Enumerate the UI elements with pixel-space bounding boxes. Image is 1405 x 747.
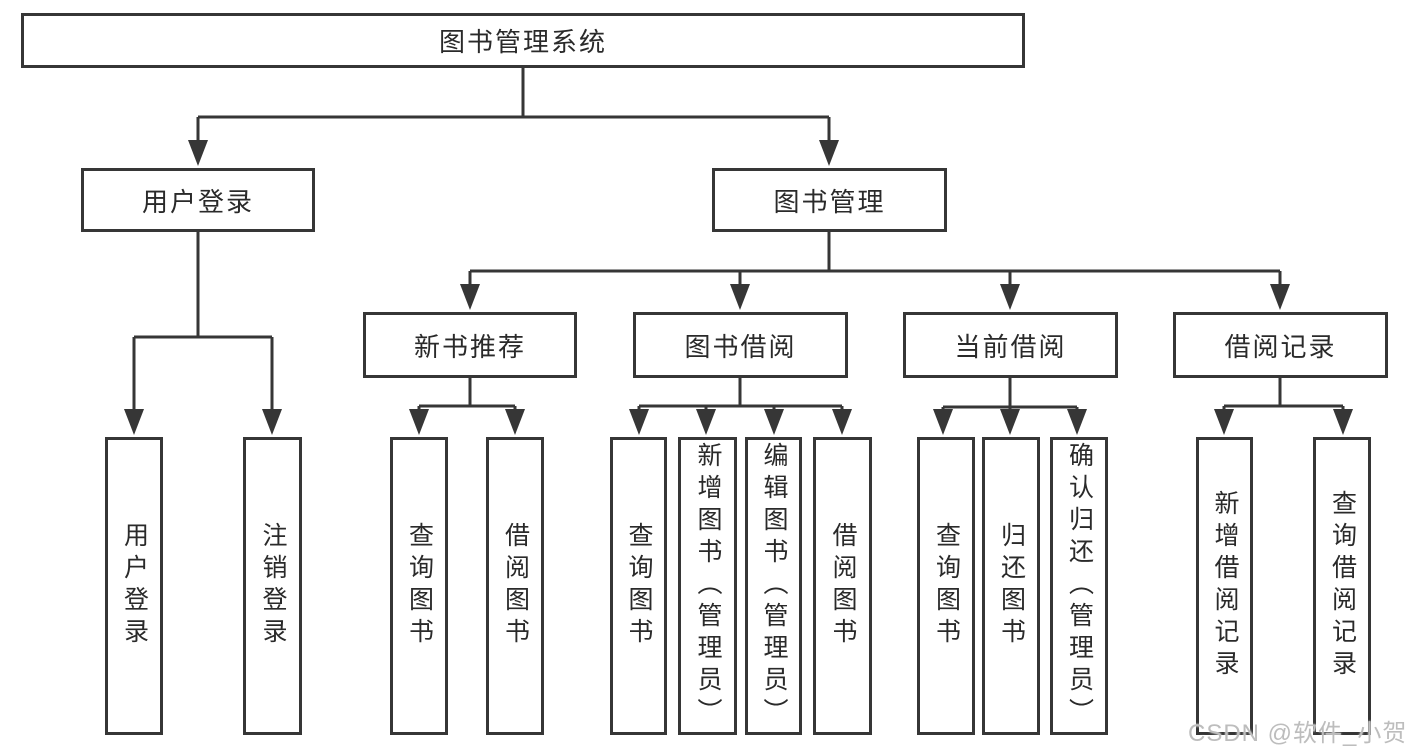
node-label: 借阅图书 xyxy=(501,522,530,650)
node-label: 归还图书 xyxy=(997,522,1026,650)
node-label: 图书管理系统 xyxy=(438,27,607,57)
node-logout: 注销登录 xyxy=(243,437,302,735)
node-book-management: 图书管理 xyxy=(712,168,947,232)
node-label: 借阅图书 xyxy=(829,522,857,650)
node-label: 查询借阅记录 xyxy=(1328,490,1357,682)
node-query-books-recommend: 查询图书 xyxy=(390,437,448,735)
node-label: 查询图书 xyxy=(625,522,653,650)
node-label: 图书管理 xyxy=(773,186,886,217)
node-label: 图书借阅 xyxy=(684,331,797,362)
node-user-login: 用户登录 xyxy=(81,168,315,232)
node-edit-book-admin: 编辑图书（管理员） xyxy=(745,437,802,735)
node-user-login-leaf: 用户登录 xyxy=(105,437,163,735)
node-borrow-books: 借阅图书 xyxy=(813,437,872,735)
node-current-borrowing: 当前借阅 xyxy=(903,312,1118,378)
node-label: 借阅记录 xyxy=(1224,331,1337,362)
node-book-borrowing: 图书借阅 xyxy=(633,312,848,378)
csdn-watermark: CSDN @软件_小贺同学 xyxy=(1188,720,1405,747)
node-label: 确认归还（管理员） xyxy=(1065,442,1094,730)
node-label: 查询图书 xyxy=(405,522,434,650)
node-return-book: 归还图书 xyxy=(982,437,1040,735)
node-label: 新增图书（管理员） xyxy=(694,442,722,730)
node-borrow-books-recommend: 借阅图书 xyxy=(486,437,544,735)
node-new-book-recommendation: 新书推荐 xyxy=(363,312,577,378)
node-label: 当前借阅 xyxy=(954,331,1067,362)
node-label: 用户登录 xyxy=(141,186,254,217)
node-label: 编辑图书（管理员） xyxy=(760,442,788,730)
node-label: 新增借阅记录 xyxy=(1211,490,1239,682)
node-add-book-admin: 新增图书（管理员） xyxy=(678,437,737,735)
node-label: 查询图书 xyxy=(932,522,961,650)
node-add-borrow-record: 新增借阅记录 xyxy=(1196,437,1253,735)
node-borrowing-records: 借阅记录 xyxy=(1173,312,1388,378)
node-label: 新书推荐 xyxy=(413,331,526,362)
node-query-borrow-record: 查询借阅记录 xyxy=(1313,437,1371,735)
node-library-management-system: 图书管理系统 xyxy=(21,13,1025,68)
node-label: 注销登录 xyxy=(259,522,287,650)
node-query-books-current: 查询图书 xyxy=(917,437,975,735)
node-label: 用户登录 xyxy=(120,522,149,650)
node-query-books-borrow: 查询图书 xyxy=(610,437,667,735)
node-confirm-return-admin: 确认归还（管理员） xyxy=(1050,437,1108,735)
